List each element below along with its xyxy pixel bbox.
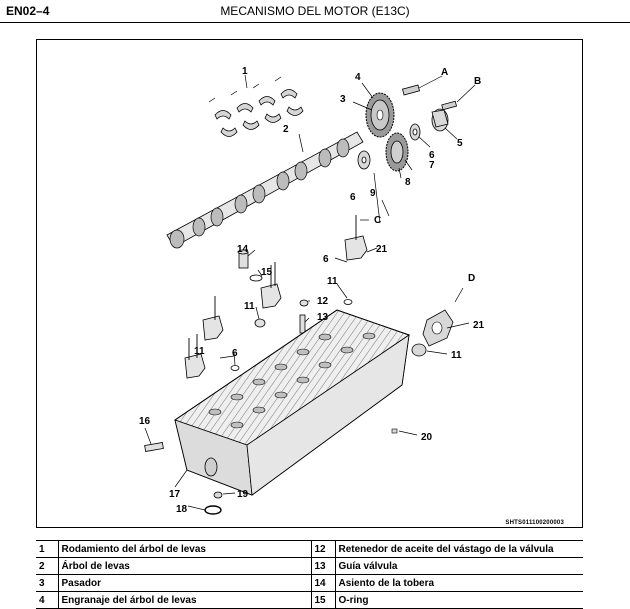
legend-description: Retenedor de aceite del vástago de la vá… (335, 540, 583, 558)
legend-description: Pasador (58, 574, 312, 592)
callout-11-d: 11 (451, 350, 462, 361)
idler-gear (385, 132, 409, 172)
plug-19 (213, 491, 223, 499)
legend-number: 4 (36, 591, 59, 609)
legend-number: 14 (311, 574, 336, 592)
legend-description: Engranaje del árbol de levas (58, 591, 312, 609)
legend-description: O-ring (335, 591, 583, 609)
callout-16: 16 (139, 416, 151, 427)
bolts (188, 215, 357, 360)
camshaft-gear (365, 92, 395, 138)
cylinder-head (174, 309, 410, 496)
gear-bolts (402, 84, 458, 111)
legend-number: 13 (311, 557, 336, 575)
callout-1: 1 (242, 66, 248, 77)
valve-parts (230, 299, 353, 371)
callout-9: 9 (370, 188, 376, 199)
callout-21-b: 21 (473, 320, 485, 331)
legend-row: 2 Árbol de levas 13 Guía válvula (36, 557, 583, 575)
parts-legend-table: 1 Rodamiento del árbol de levas 12 Reten… (36, 540, 583, 609)
callout-13: 13 (317, 312, 329, 323)
nozzle-seat (237, 249, 263, 282)
callout-3: 3 (340, 94, 346, 105)
legend-number: 2 (36, 557, 59, 575)
callout-14: 14 (237, 244, 249, 255)
callout-6-d: 6 (232, 348, 238, 359)
callout-7: 7 (429, 160, 435, 171)
gear-washers (357, 108, 449, 170)
legend-row: 4 Engranaje del árbol de levas 15 O-ring (36, 591, 583, 609)
callout-20: 20 (421, 432, 433, 443)
figure-code: SHTS011100200003 (505, 520, 564, 526)
callout-6-a: 6 (429, 150, 435, 161)
legend-description: Rodamiento del árbol de levas (58, 540, 312, 558)
callout-19: 19 (237, 489, 249, 500)
rocker-brackets (184, 235, 368, 379)
legend-row: 1 Rodamiento del árbol de levas 12 Reten… (36, 540, 583, 558)
o-ring (204, 505, 222, 515)
legend-description: Árbol de levas (58, 557, 312, 575)
callout-2: 2 (283, 124, 289, 135)
pin-20 (391, 428, 398, 434)
engine-exploded-diagram: 1 2 3 4 A B 5 6 7 8 9 6 C 21 14 15 6 11 … (139, 66, 485, 515)
legend-description: Asiento de la tobera (335, 574, 583, 592)
legend-description: Guía válvula (335, 557, 583, 575)
callout-11-c: 11 (194, 346, 205, 357)
callout-11-b: 11 (244, 301, 255, 312)
camshaft-bearings (214, 89, 304, 137)
header-rule (0, 22, 630, 23)
legend-number: 1 (36, 540, 59, 558)
callout-4: 4 (355, 72, 361, 83)
callout-17: 17 (169, 489, 181, 500)
legend-number: 15 (311, 591, 336, 609)
callout-5: 5 (457, 138, 463, 149)
plug (411, 343, 427, 357)
callout-6-b: 6 (350, 192, 356, 203)
rear-cover (422, 309, 454, 347)
callout-21-a: 21 (376, 244, 388, 255)
callout-18: 18 (176, 504, 188, 515)
leader-lines (144, 75, 476, 511)
page-title: MECANISMO DEL MOTOR (E13C) (220, 4, 410, 18)
callout-11-a: 11 (327, 276, 338, 287)
callout-b: B (474, 76, 481, 87)
legend-number: 3 (36, 574, 59, 592)
exploded-view-figure: 1 2 3 4 A B 5 6 7 8 9 6 C 21 14 15 6 11 … (36, 39, 583, 528)
legend-row: 3 Pasador 14 Asiento de la tobera (36, 574, 583, 592)
callout-15: 15 (261, 267, 273, 278)
camshaft (166, 131, 364, 249)
dowel-pin (144, 442, 164, 452)
callout-6-c: 6 (323, 254, 329, 265)
callout-d: D (468, 273, 475, 284)
callout-12: 12 (317, 296, 329, 307)
callout-c: C (374, 215, 381, 226)
callout-a: A (441, 67, 448, 78)
legend-number: 12 (311, 540, 336, 558)
callout-8: 8 (405, 177, 411, 188)
callout-labels: 1 2 3 4 A B 5 6 7 8 9 6 C 21 14 15 6 11 … (139, 66, 485, 515)
page-code: EN02–4 (6, 4, 50, 18)
